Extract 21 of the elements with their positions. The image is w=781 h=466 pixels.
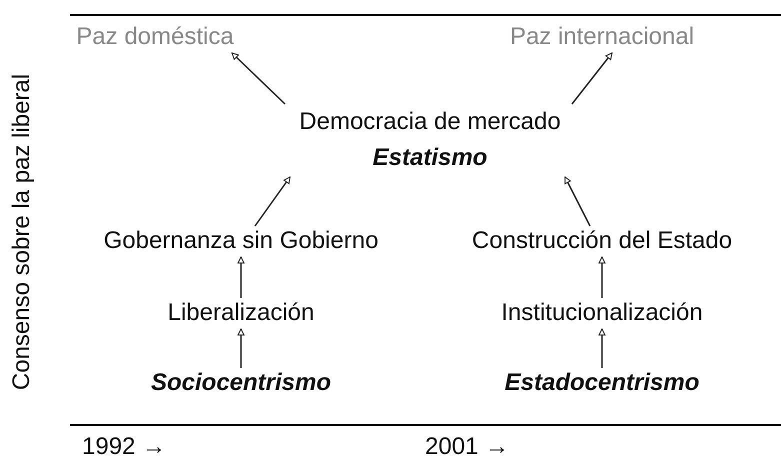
arrow [598, 256, 606, 298]
node-label: Estadocentrismo [482, 368, 722, 398]
node-label: Paz internacional [497, 22, 707, 52]
arrow [238, 328, 244, 368]
node-label: Construcción del Estado [442, 226, 762, 256]
arrow [571, 52, 613, 104]
arrow [254, 176, 291, 226]
arrow [238, 256, 244, 298]
node-label: Democracia de mercado [299, 107, 561, 137]
node-subtitle: Estatismo [372, 143, 488, 173]
arrow [598, 328, 606, 368]
arrow [564, 176, 591, 226]
arrow [231, 52, 286, 105]
node-label: Institucionalización [472, 298, 732, 328]
timeline-label: 2001 → [425, 433, 510, 461]
axis-label: Consenso sobre la paz liberal [8, 74, 36, 390]
node-label: Gobernanza sin Gobierno [81, 226, 401, 256]
timeline-label: 1992 → [82, 433, 166, 461]
node-label: Sociocentrismo [131, 368, 351, 398]
node-label: Liberalización [141, 298, 341, 328]
node-label: Paz doméstica [75, 22, 235, 52]
